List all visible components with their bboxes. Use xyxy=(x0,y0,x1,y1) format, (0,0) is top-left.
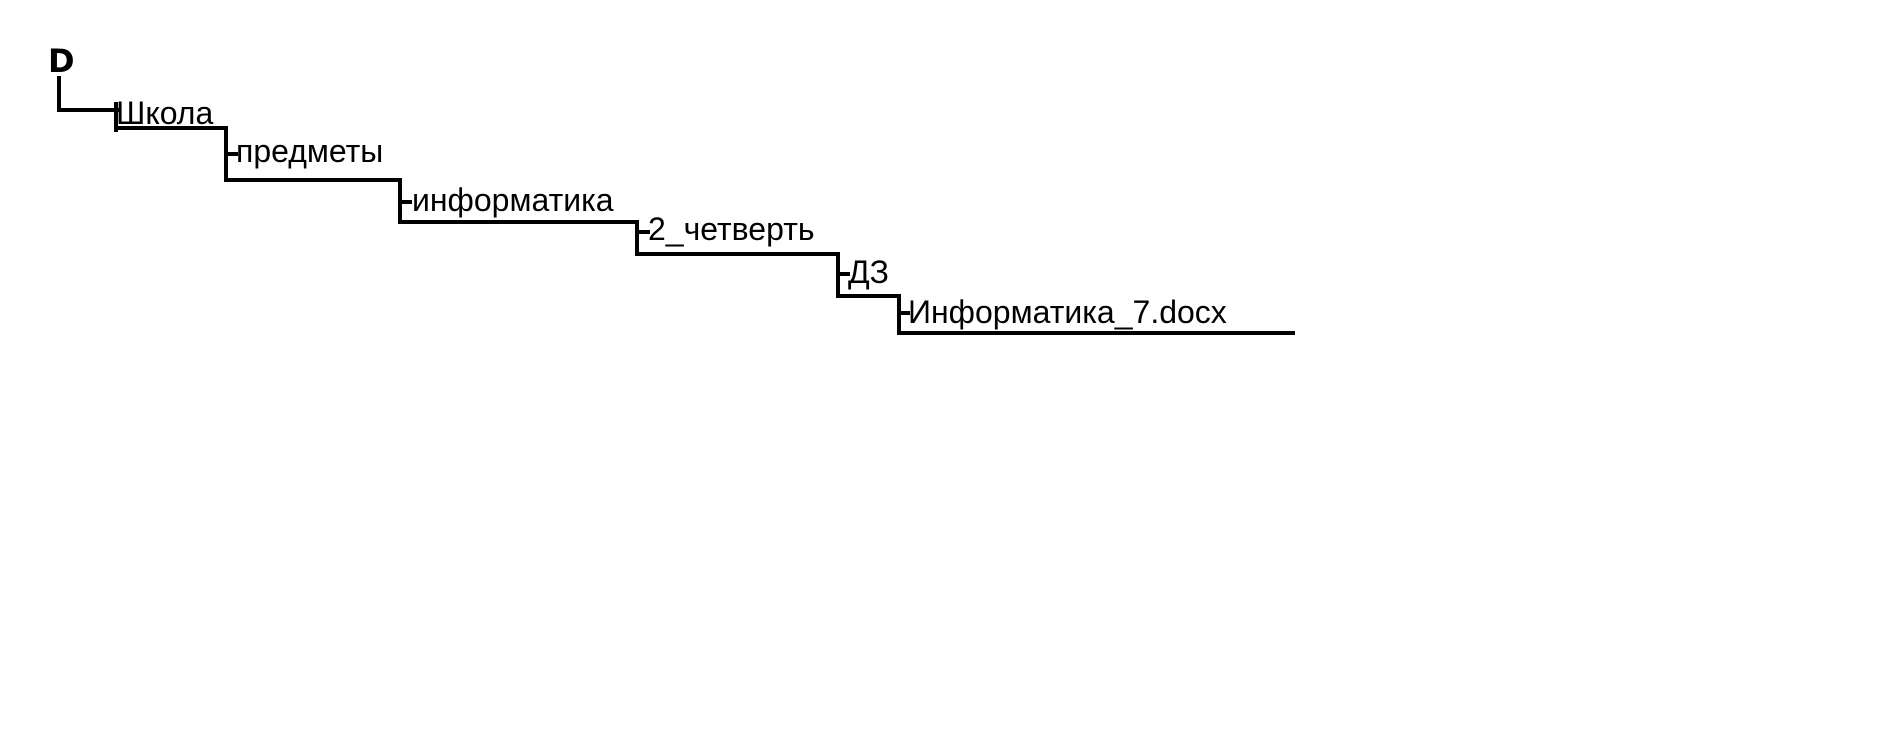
connector-homework-to-file xyxy=(897,294,910,335)
file-label-informatics-docx: Информатика_7.docx xyxy=(908,294,1227,330)
folder-label-informatics: информатика xyxy=(412,182,614,218)
connector-root-to-school xyxy=(57,76,120,132)
folder-label-school: Школа xyxy=(116,95,213,131)
folder-label-homework: ДЗ xyxy=(848,254,889,290)
connector-informatics-to-quarter xyxy=(635,220,650,256)
folder-label-subjects: предметы xyxy=(236,133,383,169)
connector-quarter-to-homework xyxy=(836,252,850,298)
root-drive-label: D xyxy=(48,42,75,80)
connector-subjects-to-informatics xyxy=(398,178,412,224)
connector-school-to-subjects xyxy=(224,126,238,182)
folder-label-quarter: 2_четверть xyxy=(648,211,815,247)
